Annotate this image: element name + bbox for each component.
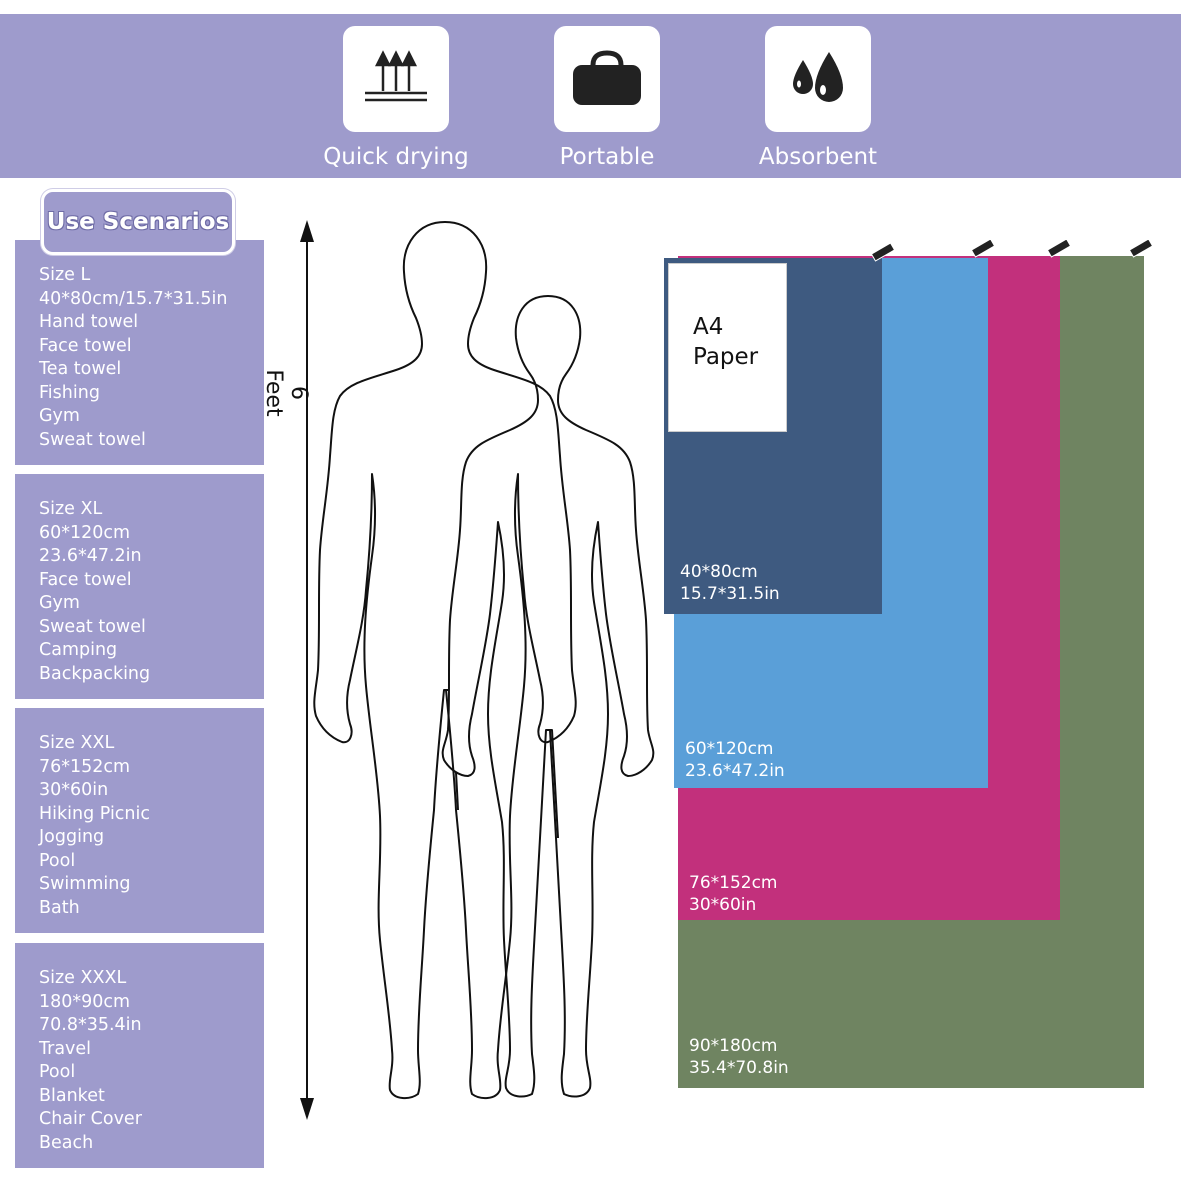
card-line: Hand towel (39, 312, 139, 332)
card-line: Face towel (39, 569, 132, 590)
towel-xl-in: 23.6*47.2in (685, 761, 785, 781)
quick-drying-arrows-icon (343, 26, 449, 132)
card-line: Fishing (39, 382, 100, 403)
card-line: 180*90cm (39, 991, 131, 1012)
use-scenarios-title-text: Use Scenarios (46, 209, 230, 235)
scenario-card-size-l: Size L 40*80cm/15.7*31.5in Hand towel Fa… (15, 240, 264, 465)
card-line: Sweat towel (39, 616, 146, 637)
human-figures-illustration (313, 221, 655, 1100)
card-line: Hiking Picnic (39, 803, 151, 824)
towel-xl-cm: 60*120cm (685, 739, 774, 759)
card-line: 40*80cm/15.7*31.5in (39, 288, 228, 309)
card-line: Pool (39, 850, 76, 871)
card-line: Gym (39, 406, 80, 426)
feature-quick-drying: Quick drying (316, 26, 476, 170)
card-line: Size XL (39, 499, 103, 519)
height-arrow (300, 220, 314, 1120)
card-line: Backpacking (39, 663, 151, 684)
height-label: 6 Feet (261, 369, 311, 417)
feature-label: Absorbent (758, 144, 878, 170)
card-line: Size L (39, 265, 91, 285)
towel-l-in: 15.7*31.5in (680, 584, 780, 604)
feature-portable: Portable (527, 26, 687, 170)
water-drops-icon (765, 26, 871, 132)
bag-icon (554, 26, 660, 132)
feature-absorbent: Absorbent (738, 26, 898, 170)
towel-xxxl-size-label: 90*180cm 35.4*70.8in (689, 1035, 789, 1079)
towel-xxl-cm: 76*152cm (689, 873, 778, 893)
card-line: Camping (39, 640, 118, 660)
feature-label: Quick drying (323, 144, 469, 170)
card-line: Pool (39, 1062, 76, 1082)
scenario-card-size-xxl: Size XXL 76*152cm 30*60in Hiking Picnic … (15, 708, 264, 933)
a4-paper: A4 Paper (668, 263, 787, 432)
card-line: Bath (39, 897, 80, 918)
towel-l-size-label: 40*80cm 15.7*31.5in (680, 561, 780, 605)
man-silhouette (313, 221, 459, 1100)
hanging-loops (870, 240, 1154, 262)
card-line: Beach (39, 1132, 94, 1153)
use-scenarios-title: Use Scenarios (41, 189, 235, 255)
towel-xxl-in: 30*60in (689, 895, 757, 915)
card-line: Tea towel (39, 359, 122, 379)
card-line: 60*120cm (39, 522, 131, 543)
card-line: Size XXXL (39, 968, 127, 988)
card-line: Swimming (39, 874, 131, 894)
towel-xl-size-label: 60*120cm 23.6*47.2in (685, 738, 785, 782)
features-banner: Quick drying Portable Absorbent (0, 14, 1181, 178)
card-line: Chair Cover (39, 1109, 142, 1129)
scenario-card-size-xxxl: Size XXXL 180*90cm 70.8*35.4in Travel Po… (15, 943, 264, 1168)
card-line: Gym (39, 593, 80, 613)
card-line: Face towel (39, 335, 132, 356)
card-line: Size XXL (39, 733, 115, 753)
card-line: 23.6*47.2in (39, 546, 142, 566)
card-line: 70.8*35.4in (39, 1015, 142, 1035)
scenario-card-size-xl: Size XL 60*120cm 23.6*47.2in Face towel … (15, 474, 264, 699)
card-line: Blanket (39, 1085, 105, 1106)
woman-silhouette (441, 295, 559, 1098)
feature-label: Portable (559, 144, 655, 170)
towel-xxl-size-label: 76*152cm 30*60in (689, 872, 778, 916)
towel-xxxl-in: 35.4*70.8in (689, 1058, 789, 1078)
a4-label-line2: Paper (693, 344, 759, 370)
card-line: 30*60in (39, 780, 109, 800)
towel-xxxl-cm: 90*180cm (689, 1036, 778, 1056)
card-line: Travel (39, 1038, 92, 1059)
a4-label-line1: A4 (693, 314, 724, 340)
card-line: 76*152cm (39, 756, 131, 777)
card-line: Jogging (39, 827, 105, 847)
card-line: Sweat towel (39, 429, 146, 450)
towel-l-cm: 40*80cm (680, 562, 758, 582)
